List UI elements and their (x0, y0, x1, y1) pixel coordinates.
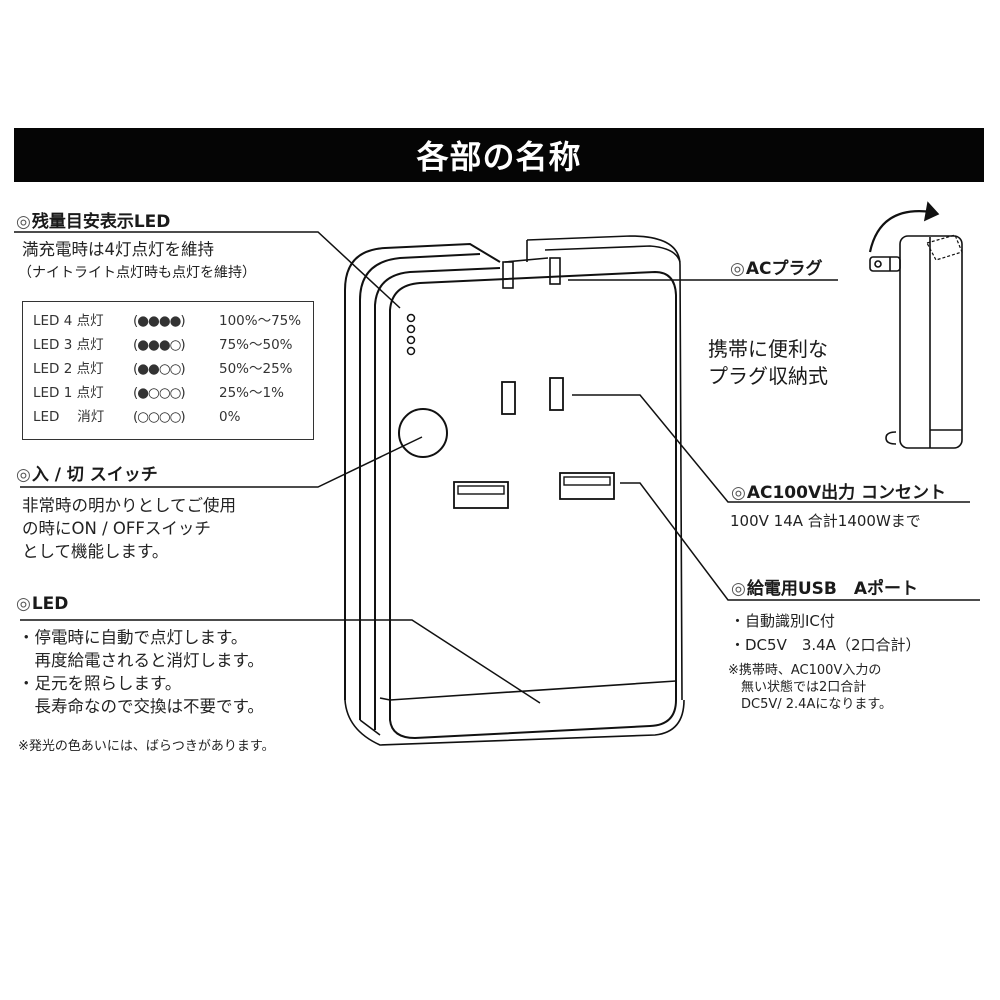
usb-heading: ◎給電用USB Aポート (731, 579, 919, 599)
led-dots-icon: (●○○○) (133, 385, 186, 401)
double-circle-icon: ◎ (730, 259, 745, 279)
led-dots-icon: (●●○○) (133, 361, 186, 377)
led-dots-icon: (●●●○) (133, 337, 186, 353)
usb-note: ※携帯時、AC100V入力の 無い状態では2口合計 DC5V/ 2.4Aになりま… (728, 663, 893, 712)
led-heading: ◎LED (16, 594, 69, 614)
ac-outlet-spec: 100V 14A 合計1400Wまで (730, 512, 921, 530)
led-row: LED 消灯 (○○○○) 0% (33, 405, 303, 429)
battery-led-heading: ◎残量目安表示LED (16, 212, 171, 232)
usb-desc: ・自動識別IC付 ・DC5V 3.4A（2口合計） (730, 612, 921, 654)
led-dots-icon: (●●●●) (133, 313, 186, 329)
ac-plug-heading: ◎ACプラグ (730, 259, 823, 279)
page-title: 各部の名称 (416, 138, 582, 176)
led-level-table: LED 4 点灯 (●●●●) 100%〜75% LED 3 点灯 (●●●○)… (22, 301, 314, 440)
switch-heading: ◎入 / 切 スイッチ (16, 465, 158, 485)
led-desc: ・停電時に自動で点灯します。 再度給電されると消灯します。 ・足元を照らします。… (18, 628, 264, 716)
title-bar: 各部の名称 (14, 128, 984, 182)
double-circle-icon: ◎ (16, 594, 31, 614)
led-row: LED 2 点灯 (●●○○) 50%〜25% (33, 357, 303, 381)
led-row: LED 1 点灯 (●○○○) 25%〜1% (33, 381, 303, 405)
ac-plug-caption: 携帯に便利な プラグ収納式 (708, 337, 828, 388)
double-circle-icon: ◎ (16, 465, 31, 485)
battery-led-desc: 満充電時は4灯点灯を維持 (22, 240, 214, 259)
double-circle-icon: ◎ (731, 579, 746, 599)
double-circle-icon: ◎ (731, 483, 746, 503)
switch-desc: 非常時の明かりとしてご使用 の時にON / OFFスイッチ として機能します。 (22, 496, 237, 561)
battery-led-note: （ナイトライト点灯時も点灯を維持） (18, 265, 256, 281)
led-row: LED 3 点灯 (●●●○) 75%〜50% (33, 333, 303, 357)
led-note: ※発光の色あいには、ばらつきがあります。 (18, 739, 275, 754)
led-row: LED 4 点灯 (●●●●) 100%〜75% (33, 309, 303, 333)
led-dots-icon: (○○○○) (133, 409, 186, 425)
double-circle-icon: ◎ (16, 212, 31, 232)
ac-outlet-heading: ◎AC100V出力 コンセント (731, 483, 947, 503)
